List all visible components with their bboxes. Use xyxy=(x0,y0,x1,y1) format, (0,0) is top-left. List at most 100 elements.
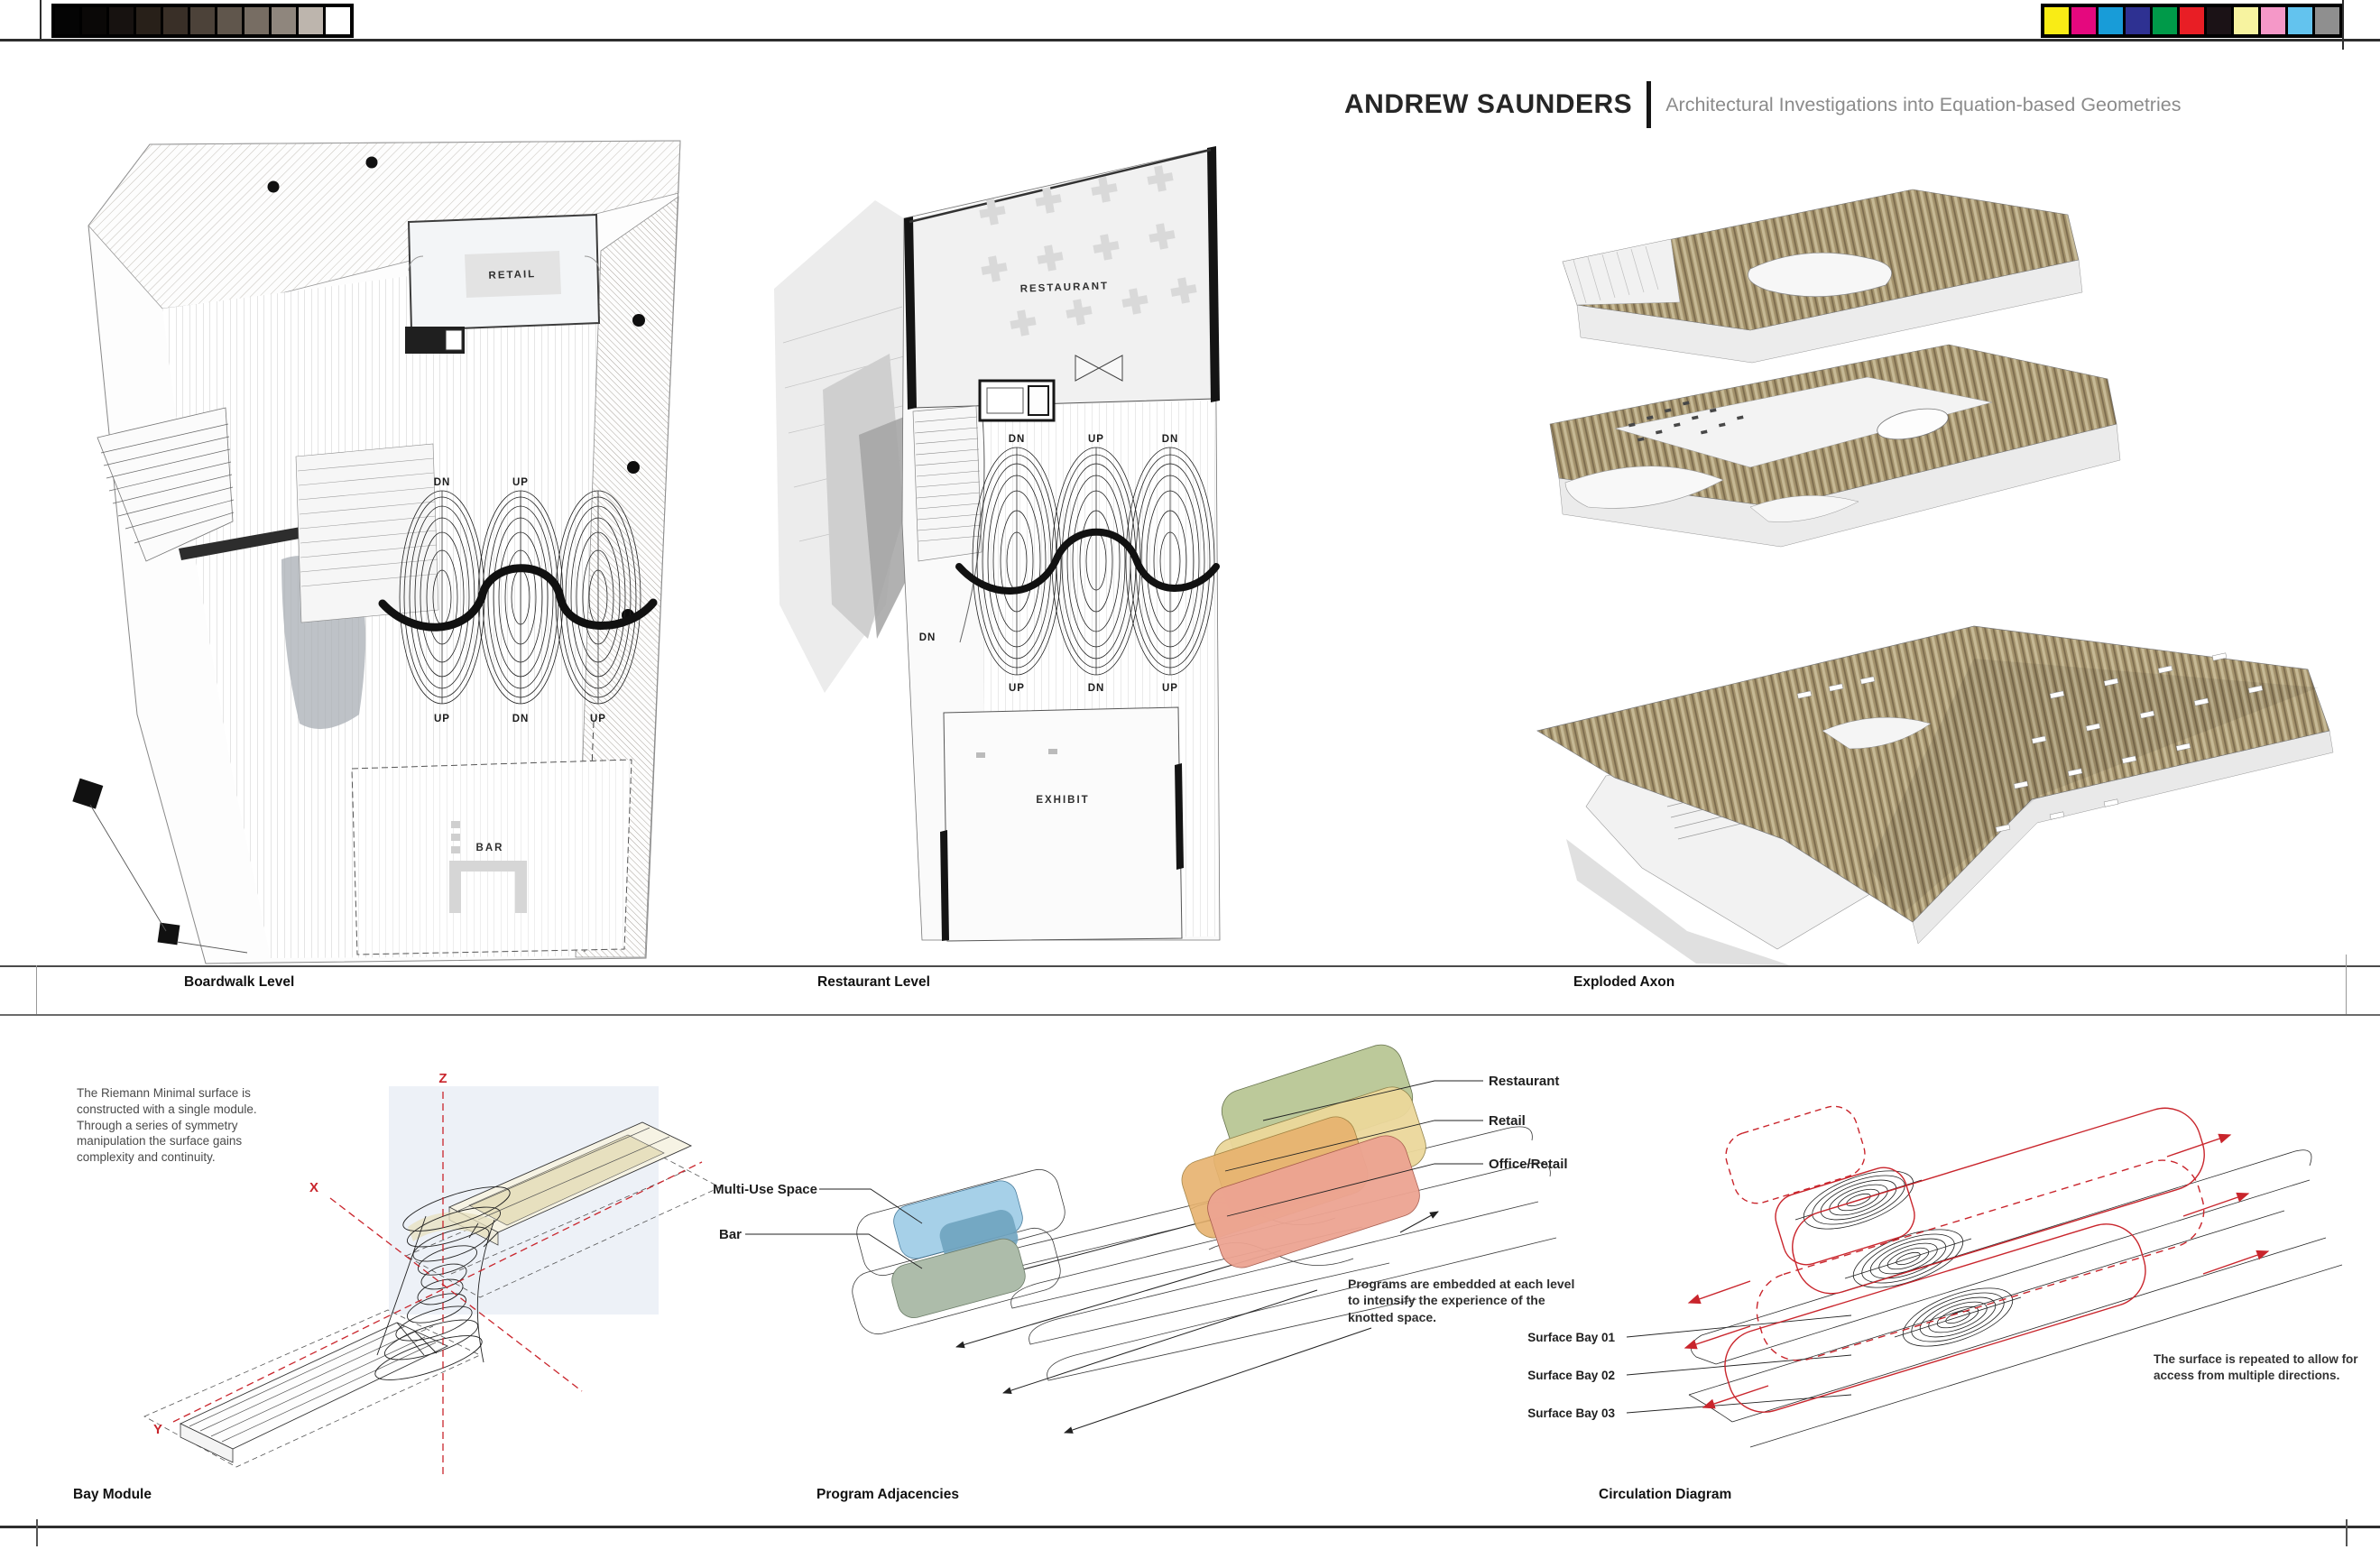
program-note: Programs are embedded at each level to i… xyxy=(1348,1277,1575,1324)
restaurant-plan: RESTAURANT DN xyxy=(774,146,1221,942)
author-title: ANDREW SAUNDERS xyxy=(1344,89,1633,119)
top-right-tick xyxy=(2342,0,2344,50)
caption-boardwalk: Boardwalk Level xyxy=(184,974,295,990)
x-axis-label: X xyxy=(309,1180,318,1195)
restaurant-label: Restaurant xyxy=(1489,1074,1559,1089)
caption-restaurant: Restaurant Level xyxy=(817,974,930,990)
stair-shadow-masses xyxy=(774,200,913,693)
color-calibration-strip xyxy=(2041,4,2343,38)
deck-wireframe xyxy=(1688,1149,2343,1448)
calibration-swatch xyxy=(272,7,296,34)
calibration-swatch xyxy=(136,7,161,34)
calibration-swatch xyxy=(217,7,242,34)
calibration-swatch xyxy=(2261,7,2285,34)
site-dot xyxy=(267,180,280,193)
leader-lines xyxy=(745,1080,1852,1414)
stair-direction-label: UP xyxy=(1088,434,1104,445)
calibration-swatch xyxy=(82,7,106,34)
calibration-swatch xyxy=(326,7,350,34)
circulation-note: The surface is repeated to allow for acc… xyxy=(2154,1352,2358,1382)
y-axis xyxy=(172,1161,703,1423)
caption-program: Program Adjacencies xyxy=(816,1487,959,1502)
calibration-swatch xyxy=(2153,7,2177,34)
caption-band-bottom-rule xyxy=(0,1014,2380,1016)
boardwalk-plan: RETAIL DN UP UP DN UP xyxy=(72,140,681,964)
stair-direction-label: DN xyxy=(434,477,451,488)
x-axis xyxy=(329,1197,583,1392)
stair-direction-label: DN xyxy=(512,714,530,724)
bay-module-note: The Riemann Minimal surface is construct… xyxy=(77,1086,257,1165)
elevator xyxy=(405,327,465,354)
bottom-right-tick xyxy=(2346,1519,2348,1546)
bottom-rule xyxy=(0,1526,2380,1528)
grayscale-calibration-strip xyxy=(51,4,354,38)
riemann-funnel xyxy=(374,1186,511,1380)
elevator xyxy=(978,379,1056,422)
bottom-left-tick xyxy=(36,1519,38,1546)
program-adjacencies-diagram: Multi-Use Space Bar Restaurant Retail Of… xyxy=(713,1044,1852,1434)
site-key-markers xyxy=(72,778,248,954)
calibration-swatch xyxy=(299,7,323,34)
axon-furniture xyxy=(1628,401,1744,442)
calibration-swatch xyxy=(55,7,79,34)
calibration-swatch xyxy=(2126,7,2150,34)
bar-label: Bar xyxy=(719,1227,742,1242)
retail-room: RETAIL xyxy=(407,213,601,332)
project-subtitle: Architectural Investigations into Equati… xyxy=(1665,93,2182,115)
surface-bay-label: Surface Bay 03 xyxy=(1527,1407,1615,1420)
calibration-swatch xyxy=(2044,7,2069,34)
multi-use-label: Multi-Use Space xyxy=(713,1182,817,1197)
surface-bay-label: Surface Bay 02 xyxy=(1527,1369,1615,1382)
side-stair: DN xyxy=(912,405,985,643)
door-bowtie xyxy=(1075,355,1123,382)
calibration-swatch xyxy=(2288,7,2312,34)
stair-direction-label: DN xyxy=(1009,434,1026,445)
z-axis-label: Z xyxy=(438,1071,447,1086)
bar-area: BAR xyxy=(351,759,632,955)
slab-hole xyxy=(1877,408,1949,440)
surface-bay-label: Surface Bay 01 xyxy=(1527,1331,1615,1344)
stair-direction-label: UP xyxy=(434,714,450,724)
calibration-swatch xyxy=(2180,7,2204,34)
stair-direction-label: DN xyxy=(1088,683,1105,694)
caption-band-left-tick xyxy=(36,965,37,1015)
lower-deck xyxy=(179,1322,449,1463)
stair-direction-label: UP xyxy=(590,714,606,724)
top-rule xyxy=(0,39,2380,42)
center-stair-block xyxy=(295,443,439,623)
header: ANDREW SAUNDERS Architectural Investigat… xyxy=(1344,81,2181,128)
exploded-axon-render xyxy=(1536,189,2334,965)
circulation-loops xyxy=(1724,1105,2205,1413)
y-axis-label: Y xyxy=(153,1422,162,1437)
stair-direction-label: UP xyxy=(1162,683,1178,694)
restaurant-room: RESTAURANT xyxy=(904,146,1220,410)
header-divider xyxy=(1647,81,1652,128)
stair-direction-label: DN xyxy=(919,632,936,643)
caption-axon: Exploded Axon xyxy=(1573,974,1675,990)
axes xyxy=(172,1092,703,1478)
axon-top-slab xyxy=(1562,189,2083,364)
calibration-swatch xyxy=(2099,7,2123,34)
caption-circulation: Circulation Diagram xyxy=(1599,1487,1732,1502)
caption-band-top-rule xyxy=(0,965,2380,967)
ramp-ellipse-fan xyxy=(1125,447,1215,676)
axon-middle-slab xyxy=(1549,344,2121,548)
top-left-tick xyxy=(40,0,42,39)
calibration-swatch xyxy=(2071,7,2096,34)
exhibit-label: EXHIBIT xyxy=(1036,795,1089,806)
restaurant-label: RESTAURANT xyxy=(1020,281,1110,294)
calibration-swatch xyxy=(2234,7,2258,34)
caption-bay-module: Bay Module xyxy=(73,1487,152,1502)
calibration-swatch xyxy=(163,7,188,34)
site-dot xyxy=(365,156,378,169)
circulation-diagram xyxy=(1684,1105,2343,1448)
stair-direction-label: DN xyxy=(1162,434,1179,445)
exhibit-room: EXHIBIT xyxy=(940,706,1184,942)
bay-module-diagram: Z X Y xyxy=(143,1071,721,1478)
calibration-swatch xyxy=(2315,7,2339,34)
circulation-arrows xyxy=(1684,1133,2270,1409)
calibration-swatch xyxy=(244,7,269,34)
calibration-swatch xyxy=(2207,7,2231,34)
flow-arrows xyxy=(903,1210,1439,1434)
